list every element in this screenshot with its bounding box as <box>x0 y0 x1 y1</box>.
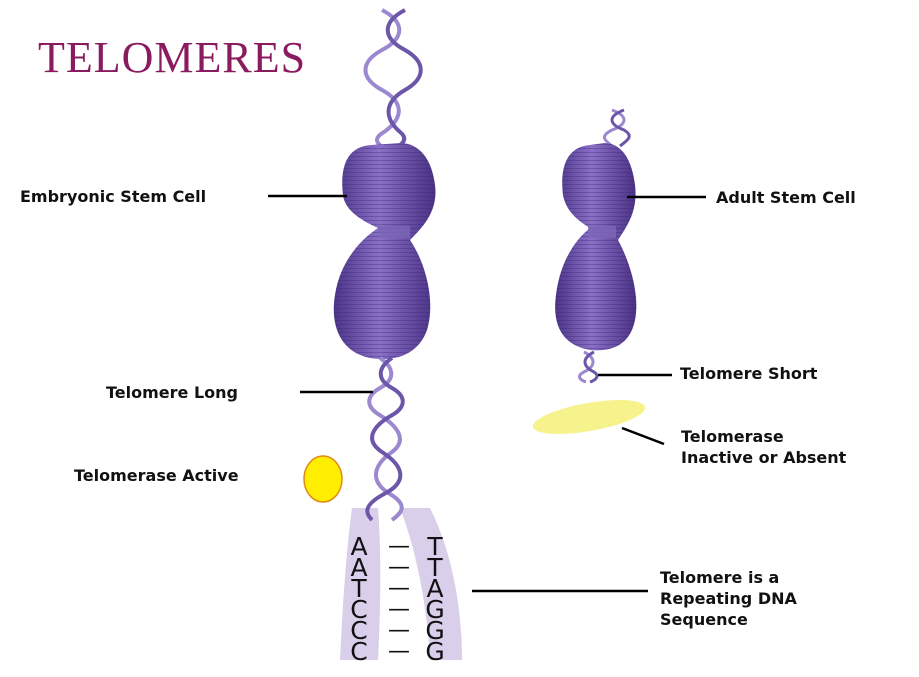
telomere-short-label: Telomere Short <box>680 363 817 384</box>
telomerase-active-label: Telomerase Active <box>74 465 239 486</box>
adult-chromosome <box>555 143 636 350</box>
embryonic-stem-cell-label: Embryonic Stem Cell <box>20 186 206 207</box>
sequence-dash-4: — <box>384 620 414 641</box>
adult-telomere-helix <box>580 352 597 382</box>
page-title: TELOMERES <box>38 32 306 83</box>
sequence-dash-0: — <box>384 536 414 557</box>
embryonic-top-helix <box>366 10 421 150</box>
leader-lines <box>268 196 706 591</box>
telomerase-inactive-marker <box>530 393 647 440</box>
adult-stem-cell-label: Adult Stem Cell <box>716 187 856 208</box>
sequence-right-5: G <box>420 641 450 662</box>
sequence-dash-5: — <box>384 641 414 662</box>
sequence-dash-2: — <box>384 578 414 599</box>
leader-telomerase-inactive <box>622 428 664 444</box>
sequence-dash-1: — <box>384 557 414 578</box>
embryonic-telomere-helix <box>367 358 402 520</box>
sequence-left-5: C <box>344 641 374 662</box>
telomerase-inactive-label: Telomerase Inactive or Absent <box>681 426 846 468</box>
adult-top-helix <box>604 110 629 146</box>
embryonic-chromosome <box>334 143 436 359</box>
telomere-repeating-label: Telomere is a Repeating DNA Sequence <box>660 567 797 630</box>
telomere-long-label: Telomere Long <box>106 382 238 403</box>
telomerase-active-marker <box>304 456 342 502</box>
sequence-dash-3: — <box>384 599 414 620</box>
